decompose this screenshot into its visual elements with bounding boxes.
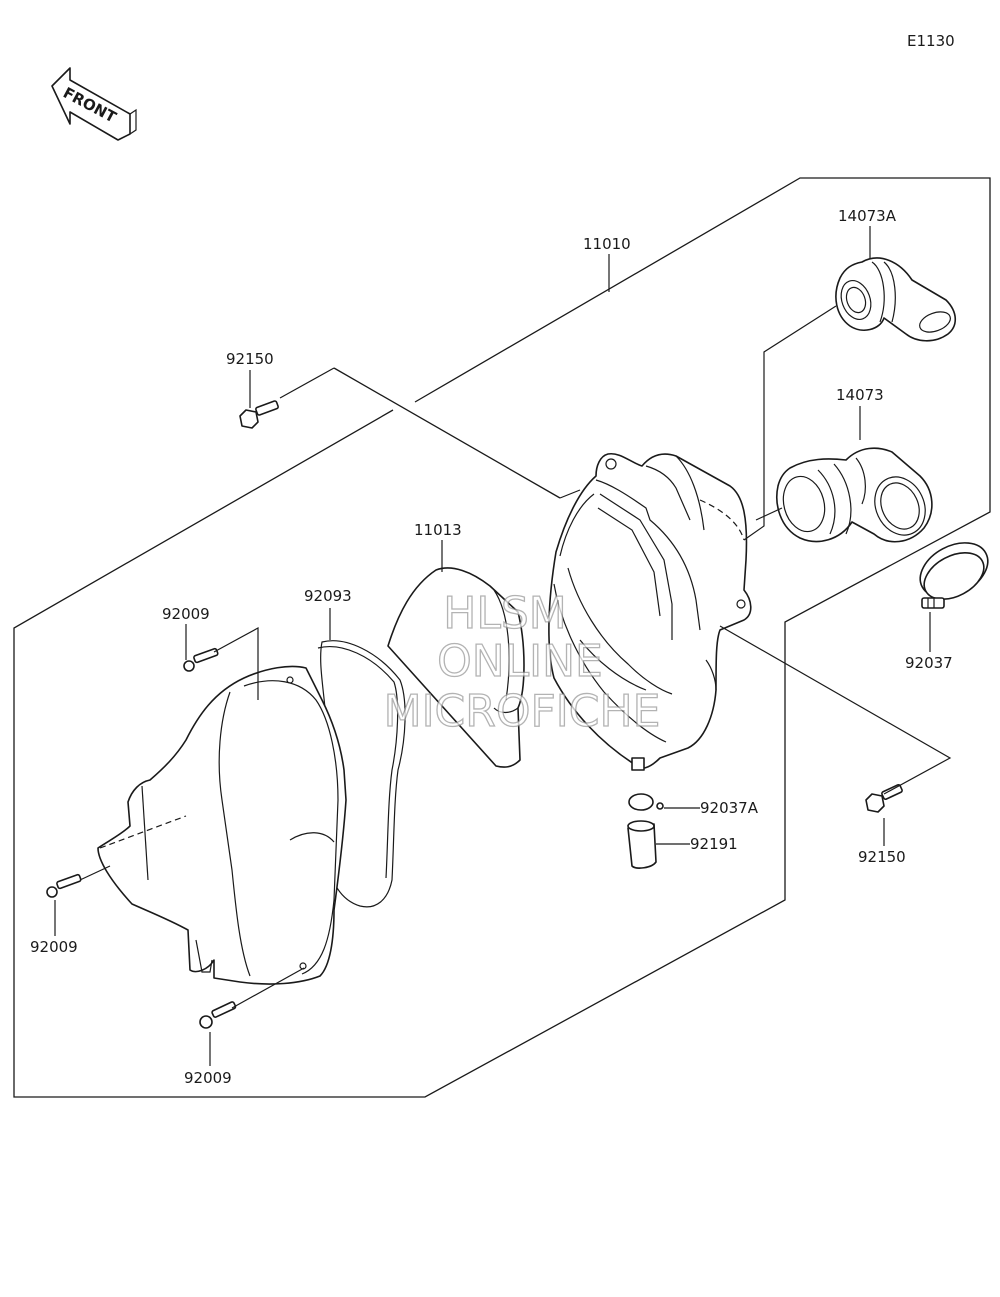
intake-duct bbox=[776, 447, 933, 543]
label-11010: 11010 bbox=[583, 235, 631, 253]
air-filter-element bbox=[387, 567, 525, 768]
air-cleaner-case bbox=[548, 452, 752, 771]
watermark-line-2: ONLINE bbox=[437, 636, 603, 687]
label-92093: 92093 bbox=[304, 587, 352, 605]
air-cleaner-cover bbox=[97, 665, 347, 985]
label-92037A: 92037A bbox=[700, 799, 759, 817]
watermark: HLSM ONLINE MICROFICHE bbox=[383, 587, 661, 737]
screw-top bbox=[183, 647, 219, 672]
label-14073A: 14073A bbox=[838, 207, 897, 225]
leader-lines bbox=[54, 226, 952, 1066]
diagram-code: E1130 bbox=[907, 32, 955, 50]
hose-clamp bbox=[919, 542, 989, 609]
label-92037: 92037 bbox=[905, 654, 953, 672]
screw-left bbox=[46, 873, 82, 898]
label-14073: 14073 bbox=[836, 386, 884, 404]
label-92191: 92191 bbox=[690, 835, 738, 853]
drain-tube bbox=[627, 820, 657, 869]
label-11013: 11013 bbox=[414, 521, 462, 539]
assembly-frame-outer bbox=[13, 177, 991, 1098]
screw-bottom bbox=[199, 1001, 237, 1029]
watermark-line-1: HLSM bbox=[443, 588, 567, 639]
drain-clamp bbox=[628, 793, 664, 811]
label-92150-top: 92150 bbox=[226, 350, 274, 368]
label-92009-bottom: 92009 bbox=[184, 1069, 232, 1087]
label-92009-top: 92009 bbox=[162, 605, 210, 623]
label-92009-left: 92009 bbox=[30, 938, 78, 956]
flange-bolt-right bbox=[865, 784, 903, 813]
assembly-frame-inner bbox=[333, 367, 561, 499]
watermark-line-3: MICROFICHE bbox=[384, 686, 661, 737]
label-92150-right: 92150 bbox=[858, 848, 906, 866]
front-arrow-icon: FRONT bbox=[51, 67, 137, 141]
flange-bolt-top bbox=[239, 400, 279, 429]
intake-elbow-duct bbox=[835, 257, 957, 342]
